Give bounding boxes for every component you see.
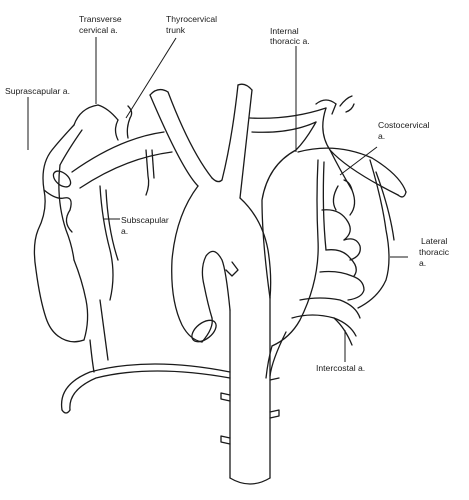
- label-line: Transverse: [79, 14, 122, 24]
- label-line: Suprascapular a.: [5, 86, 70, 96]
- descending-aorta: [220, 297, 280, 485]
- right-thoracic-branches: [249, 95, 407, 379]
- label-suprascapular: Suprascapular a.: [5, 86, 70, 96]
- leader-lines: [27, 37, 408, 362]
- label-line: a.: [378, 131, 385, 141]
- label-subscapular: Subscapular a.: [121, 215, 171, 236]
- leader-thyrocervical: [125, 37, 177, 119]
- label-internal-thoracic: Internal thoracic a.: [270, 26, 310, 46]
- label-line: thoracic a.: [270, 36, 310, 46]
- leader-costocervical: [339, 146, 378, 176]
- label-line: Lateral: [421, 236, 447, 246]
- label-line: a.: [419, 258, 426, 268]
- label-transverse-cervical: Transverse cervical a.: [79, 14, 124, 35]
- label-line: Subscapular: [121, 215, 169, 225]
- label-line: a.: [121, 226, 128, 236]
- lower-left-vessel: [60, 299, 231, 414]
- label-costocervical: Costocervical a.: [378, 120, 432, 141]
- left-subclavian-branches: [33, 104, 173, 343]
- labels: Transverse cervical a. Thyrocervical tru…: [5, 14, 451, 373]
- label-line: trunk: [166, 25, 186, 35]
- label-lateral-thoracic: Lateral thoracic a.: [419, 236, 451, 268]
- label-thyrocervical: Thyrocervical trunk: [166, 14, 220, 35]
- label-line: thoracic: [419, 247, 450, 257]
- aortic-arch: [149, 83, 272, 343]
- label-line: Internal: [270, 26, 299, 36]
- label-line: Costocervical: [378, 120, 430, 130]
- label-line: Intercostal a.: [316, 363, 365, 373]
- label-line: Thyrocervical: [166, 14, 217, 24]
- label-line: cervical a.: [79, 25, 118, 35]
- label-intercostal: Intercostal a.: [316, 363, 365, 373]
